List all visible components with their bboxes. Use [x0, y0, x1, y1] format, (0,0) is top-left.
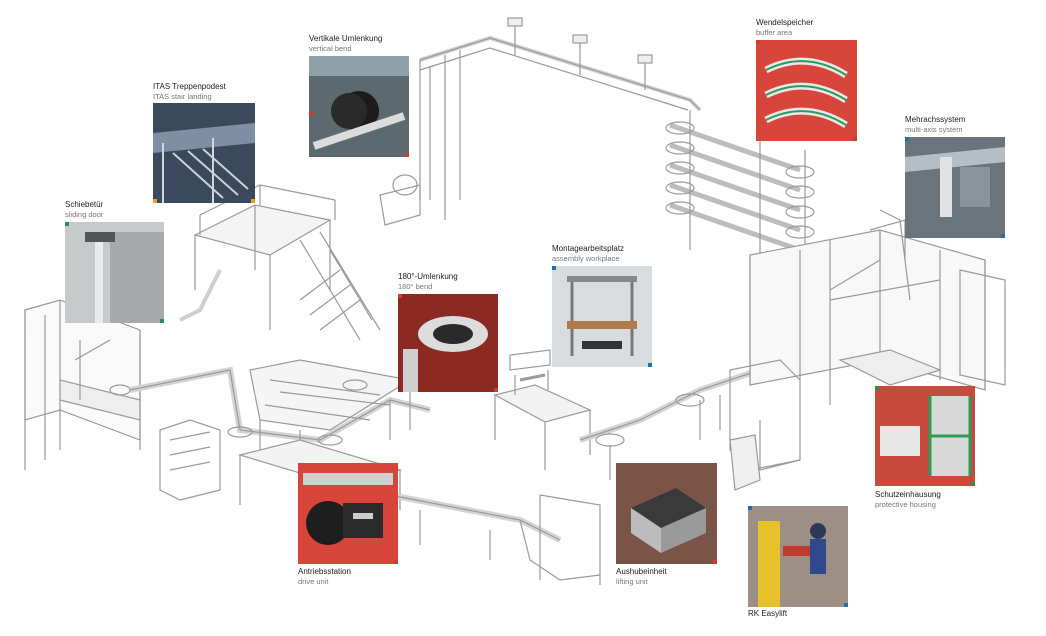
callout-title: Aushubeinheit	[616, 567, 667, 576]
callout-subtitle: buffer area	[756, 28, 793, 37]
callout-sliding-door: Schiebetür sliding door	[65, 200, 103, 220]
photo-assembly-workplace	[552, 266, 652, 367]
overhead-conveyor	[379, 17, 702, 226]
callout-title: Schiebetür	[65, 200, 104, 209]
stair-landing	[179, 184, 381, 341]
callout-itas: ITAS Treppenpodest ITAS stair landing	[153, 82, 226, 102]
callout-180-bend: 180°-Umlenkung 180° bend	[398, 272, 458, 292]
callout-subtitle: sliding door	[65, 210, 104, 219]
callout-assembly-workplace: Montagearbeitsplatz assembly workplace	[552, 244, 624, 264]
callout-title: Schutzeinhausung	[875, 490, 941, 499]
callout-subtitle: 180° bend	[398, 282, 433, 291]
callout-subtitle: lifting unit	[616, 577, 648, 586]
callout-title: Vertikale Umlenkung	[309, 34, 383, 43]
right-lower-frames	[729, 359, 801, 491]
photo-rk-easylift	[748, 506, 848, 607]
photo-lifting-unit	[616, 463, 717, 564]
callout-buffer-area: Wendelspeicher buffer area	[756, 18, 813, 38]
callout-multi-axis: Mehrachssystem multi-axis system	[905, 115, 965, 135]
right-cage	[749, 209, 1006, 405]
callout-title: Mehrachssystem	[905, 115, 966, 124]
photo-sliding-door	[65, 222, 164, 323]
callout-subtitle: multi-axis system	[905, 125, 963, 134]
assembly-bench	[493, 349, 592, 470]
callout-title: RK Easylift	[748, 609, 788, 618]
callout-subtitle: drive unit	[298, 577, 329, 586]
photo-vertical-bend	[309, 56, 409, 157]
callout-title: Antriebsstation	[298, 567, 351, 576]
callout-title: Wendelspeicher	[756, 18, 814, 27]
callout-protective-housing: Schutzeinhausung protective housing	[875, 490, 941, 510]
callout-lifting-unit: Aushubeinheit lifting unit	[616, 567, 667, 587]
photo-stair-landing	[153, 103, 255, 203]
photo-drive-unit	[298, 463, 398, 564]
left-cell	[24, 299, 141, 470]
callout-subtitle: protective housing	[875, 500, 936, 509]
photo-180-bend	[398, 294, 498, 392]
callout-subtitle: vertical bend	[309, 44, 352, 53]
main-conveyor	[129, 359, 431, 460]
callout-drive-unit: Antriebsstation drive unit	[298, 567, 351, 587]
callout-rk-easylift: RK Easylift	[748, 609, 787, 619]
callout-title: 180°-Umlenkung	[398, 272, 458, 281]
callout-subtitle: assembly workplace	[552, 254, 620, 263]
photo-multi-axis	[905, 137, 1005, 238]
photo-buffer-area	[756, 40, 857, 141]
callout-title: ITAS Treppenpodest	[153, 82, 226, 91]
callout-vertical-bend: Vertikale Umlenkung vertical bend	[309, 34, 382, 54]
callout-title: Montagearbeitsplatz	[552, 244, 625, 253]
lower-conveyor	[389, 492, 601, 585]
callout-subtitle: ITAS stair landing	[153, 92, 212, 101]
photo-protective-housing	[875, 386, 975, 486]
